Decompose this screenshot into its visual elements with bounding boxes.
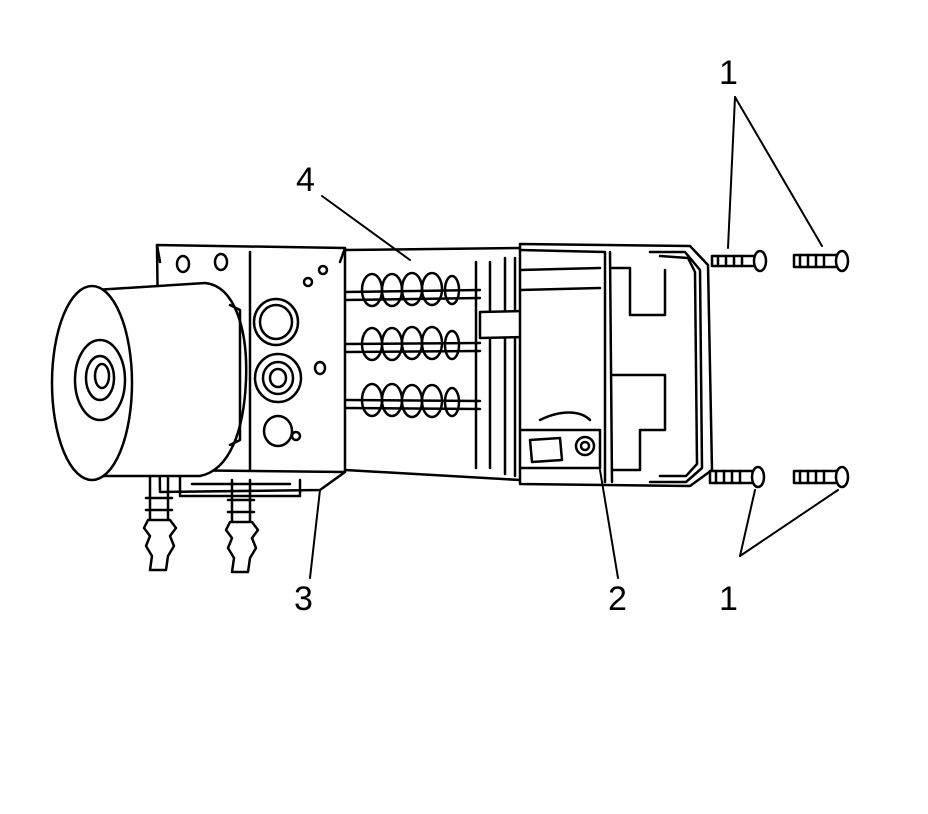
solenoid-seals bbox=[345, 273, 480, 417]
leader-lines bbox=[310, 97, 838, 578]
hose-fittings bbox=[144, 476, 258, 572]
electronic-control-module bbox=[520, 244, 712, 486]
callout-seals: 4 bbox=[296, 161, 315, 199]
callout-modulator: 3 bbox=[294, 580, 313, 618]
callout-bolts-bottom: 1 bbox=[719, 580, 738, 618]
mounting-bolts bbox=[710, 251, 848, 487]
pump-motor bbox=[52, 283, 246, 480]
bolt-top-right bbox=[794, 251, 848, 271]
seal-row-1 bbox=[362, 273, 459, 306]
hose-fitting-left bbox=[144, 476, 176, 570]
callout-bolts-top: 1 bbox=[719, 54, 738, 92]
hose-fitting-right bbox=[226, 480, 258, 572]
seal-row-3 bbox=[362, 384, 459, 417]
bolt-top-left bbox=[712, 251, 766, 271]
callout-control-module: 2 bbox=[608, 580, 627, 618]
bolt-bottom-left bbox=[710, 467, 764, 487]
seal-row-2 bbox=[362, 327, 459, 360]
bolt-bottom-right bbox=[794, 467, 848, 487]
